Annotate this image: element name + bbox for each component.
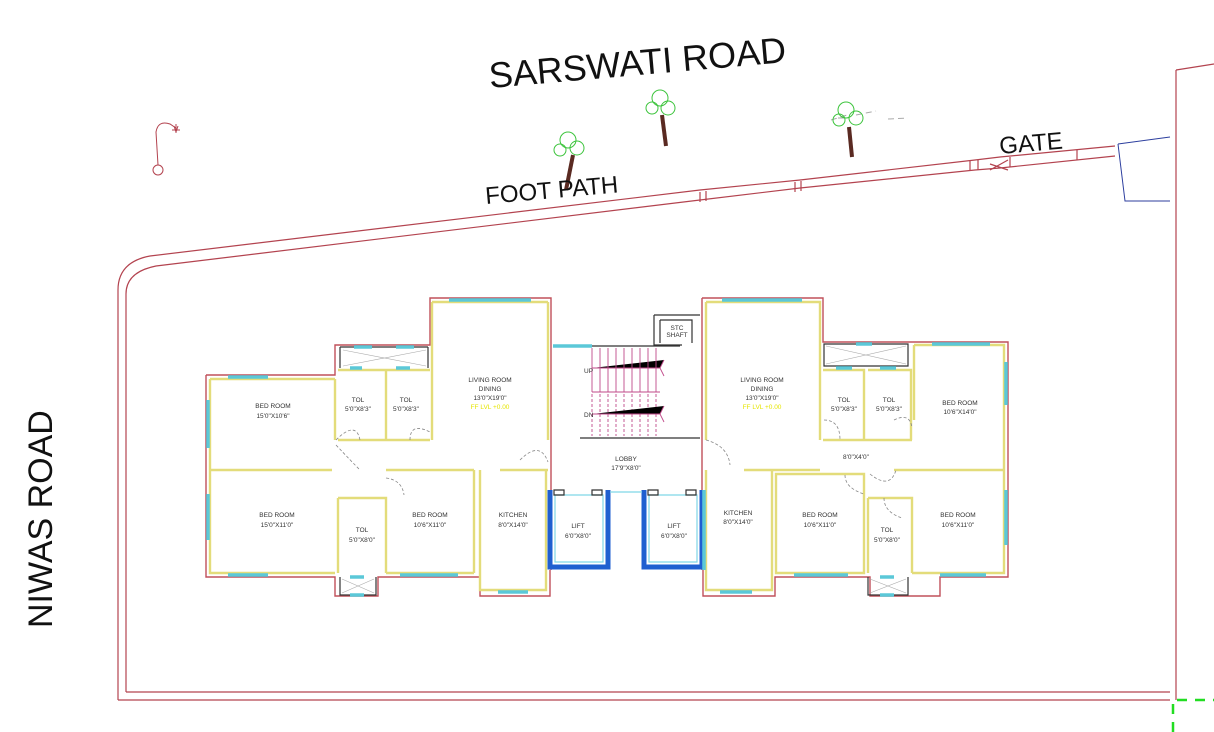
- room-name: KITCHEN: [499, 512, 528, 519]
- room-name: TOL: [352, 397, 365, 404]
- room-name: BED ROOM: [942, 400, 977, 407]
- lobby-size: 17'9"X8'0": [611, 465, 641, 472]
- shaft-label: SHAFT: [666, 332, 687, 339]
- room-name: BED ROOM: [802, 512, 837, 519]
- gate-marker: [1117, 136, 1171, 202]
- tree-icon: [553, 131, 585, 191]
- left-flat: BED ROOM 15'0"X10'6" TOL 5'0"X8'3" TOL 5…: [205, 297, 552, 597]
- room-size: 13'0"X19'0": [473, 395, 507, 402]
- gate-label: GATE: [998, 128, 1064, 160]
- lift-size: 6'0"X8'0": [661, 533, 688, 540]
- room-name-2: DINING: [751, 386, 774, 393]
- room-size: 8'0"X14'0": [498, 522, 528, 529]
- room-size: 13'0"X19'0": [745, 395, 779, 402]
- room-size: 5'0"X8'0": [874, 537, 901, 544]
- floor-level: FF LVL +0.00: [743, 404, 782, 411]
- room-name: LIVING ROOM: [740, 377, 783, 384]
- room-name: BED ROOM: [255, 403, 290, 410]
- room-name: TOL: [883, 397, 896, 404]
- room-size: 5'0"X8'3": [345, 406, 372, 413]
- room-size: 15'0"X10'6": [256, 413, 290, 420]
- stair-up-label: UP: [584, 368, 593, 375]
- building-core: UP DN STC SHAFT LOBBY 17'9"X8'0" LIFT 6'…: [547, 298, 705, 570]
- room-size: 5'0"X8'3": [876, 406, 903, 413]
- floor-level: FF LVL +0.00: [471, 404, 510, 411]
- survey-marker: [1171, 698, 1214, 732]
- room-size: 15'0"X11'0": [261, 522, 294, 529]
- lobby-name: LOBBY: [615, 456, 637, 463]
- right-flat: LIVING ROOM DINING 13'0"X19'0" FF LVL +0…: [702, 297, 1009, 597]
- room-name: TOL: [356, 527, 369, 534]
- room-name: BED ROOM: [940, 512, 975, 519]
- room-name: BED ROOM: [259, 512, 294, 519]
- room-name: TOL: [400, 397, 413, 404]
- tree-icon: [830, 101, 909, 158]
- niwas-road-label: NIWAS ROAD: [22, 410, 60, 628]
- foot-path-label: FOOT PATH: [484, 171, 619, 210]
- room-size: 10'6"X11'0": [942, 522, 975, 529]
- stc-label: STC: [671, 325, 684, 332]
- room-name: BED ROOM: [412, 512, 447, 519]
- room-size: 10'6"X11'0": [414, 522, 447, 529]
- room-name: TOL: [881, 527, 894, 534]
- lift-name: LIFT: [571, 523, 584, 530]
- room-name: KITCHEN: [724, 510, 753, 517]
- tree-icon: [645, 89, 676, 147]
- room-size: 10'6"X11'0": [804, 522, 837, 529]
- room-size: 5'0"X8'0": [349, 537, 376, 544]
- sarswati-road-label: SARSWATI ROAD: [487, 29, 787, 96]
- room-size: 8'0"X14'0": [723, 519, 753, 526]
- room-name-2: DINING: [479, 386, 502, 393]
- room-name: TOL: [838, 397, 851, 404]
- room-name: LIVING ROOM: [468, 377, 511, 384]
- room-size: 5'0"X8'3": [393, 406, 420, 413]
- street-lamp-icon: [152, 122, 180, 176]
- site-boundary: [117, 63, 1214, 701]
- room-size: 10'6"X14'0": [943, 409, 977, 416]
- room-size: 5'0"X8'3": [831, 406, 858, 413]
- lift-size: 6'0"X8'0": [565, 533, 592, 540]
- lift-name: LIFT: [667, 523, 680, 530]
- stair-down-label: DN: [584, 412, 594, 419]
- passage-size: 8'0"X4'0": [843, 454, 870, 461]
